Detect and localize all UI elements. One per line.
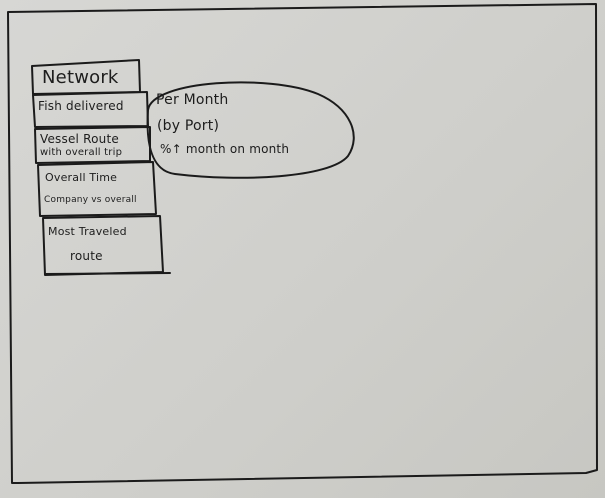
menu-item-vessel-route-line1[interactable]: Vessel Route (40, 132, 119, 146)
callout-line-month-on-month: %↑ month on month (160, 142, 290, 156)
page-border-stroke (7, 3, 598, 484)
callout-bubble-stroke (146, 81, 355, 179)
menu-item-overall-time-line2[interactable]: Company vs overall (44, 195, 137, 205)
menu-title[interactable]: Network (42, 67, 119, 88)
callout-line-by-port: (by Port) (157, 118, 220, 134)
menu-item-overall-time-line1[interactable]: Overall Time (45, 171, 118, 184)
menu-item-vessel-route-line2[interactable]: with overall trip (40, 147, 123, 158)
callout-line-per-month: Per Month (156, 92, 229, 108)
most-box-underline (44, 272, 171, 275)
menu-item-fish-delivered[interactable]: Fish delivered (38, 99, 124, 113)
menu-item-most-traveled-line1[interactable]: Most Traveled (48, 225, 127, 238)
overall-box-stroke (37, 161, 157, 217)
most-box-stroke (42, 215, 164, 276)
vessel-box-stroke (34, 126, 151, 164)
menu-item-most-traveled-line2[interactable]: route (70, 249, 103, 263)
